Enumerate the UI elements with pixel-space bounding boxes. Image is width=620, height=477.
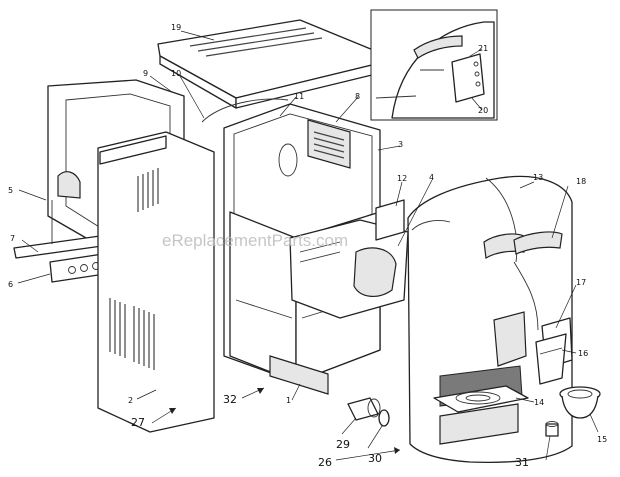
part-31-fitting	[545, 421, 559, 437]
part-15-bowl	[559, 386, 601, 419]
callout-15: 15	[597, 435, 607, 444]
callout-18: 18	[576, 177, 586, 186]
callout-19: 19	[171, 23, 181, 32]
callout-12: 12	[397, 174, 407, 183]
callout-32: 32	[223, 393, 237, 406]
callout-5: 5	[8, 186, 13, 195]
callout-20: 20	[478, 106, 488, 115]
part-30-seal	[378, 409, 390, 427]
part-14-drip-tray	[433, 385, 529, 413]
inset-detail	[370, 9, 498, 121]
callout-21: 21	[478, 44, 488, 53]
callout-9: 9	[143, 69, 148, 78]
part-7-base-strip	[13, 235, 103, 259]
part-2-side-panel	[97, 131, 215, 433]
side-vents-lower	[109, 298, 155, 370]
callout-7: 7	[10, 234, 15, 243]
part-12-hopper	[289, 199, 409, 319]
callout-31: 31	[515, 456, 529, 469]
arrowheads	[169, 388, 400, 454]
part-10-gasket	[201, 98, 289, 123]
callout-8: 8	[355, 92, 360, 101]
watermark-text: eReplacementParts.com	[162, 231, 348, 250]
callout-16: 16	[578, 349, 588, 358]
callout-11: 11	[294, 92, 304, 101]
callout-3: 3	[398, 140, 403, 149]
side-vents-upper	[137, 168, 159, 212]
part-18-trim	[513, 231, 563, 255]
callout-4: 4	[429, 173, 434, 182]
callout-27: 27	[131, 416, 145, 429]
part-29-nozzle	[347, 397, 381, 421]
callout-29: 29	[336, 438, 350, 451]
callout-26: 26	[318, 456, 332, 469]
callout-labels: 19 9 10 11 8 21 20 3 12 4 13 18 17 16 14…	[8, 23, 607, 469]
callout-1: 1	[286, 396, 291, 405]
part-17-cup-shield	[535, 317, 573, 385]
callout-17: 17	[576, 278, 586, 287]
callout-6: 6	[8, 280, 13, 289]
callout-2: 2	[128, 396, 133, 405]
leader-lines	[17, 30, 599, 461]
callout-13: 13	[533, 173, 543, 182]
callout-30: 30	[368, 452, 382, 465]
callout-10: 10	[171, 69, 181, 78]
part-13-front-door	[407, 175, 573, 463]
callout-14: 14	[534, 398, 544, 407]
